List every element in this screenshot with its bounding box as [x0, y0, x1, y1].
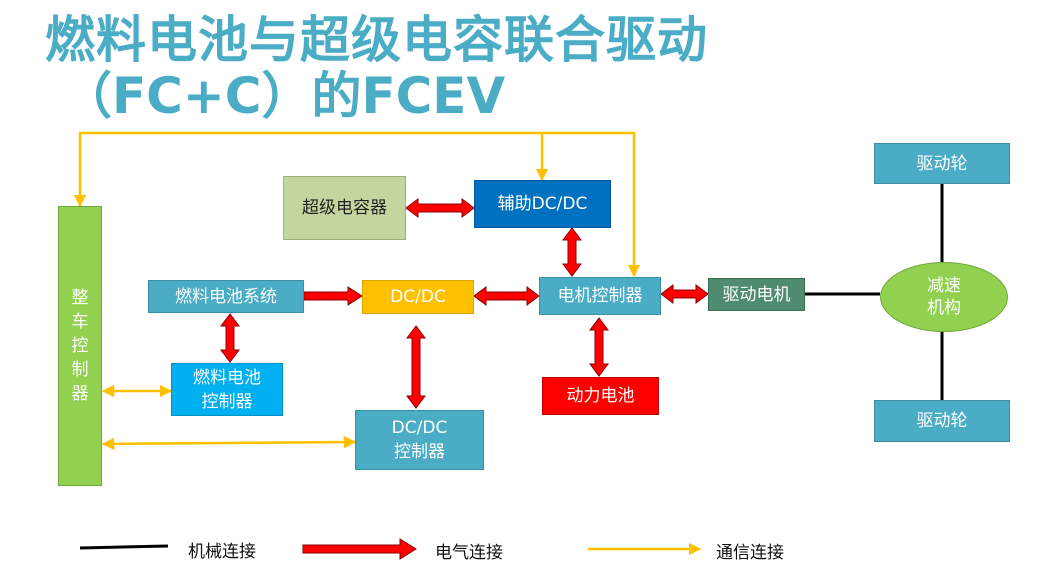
dcdc-controller-box: DC/DC 控制器: [355, 410, 484, 470]
vehicle-controller-char: 制: [71, 360, 89, 380]
legend-mechanical-label: 机械连接: [188, 542, 256, 562]
supercapacitor-box: 超级电容器: [283, 176, 406, 240]
slide-title-line1: 燃料电池与超级电容联合驱动: [45, 11, 708, 69]
vehicle-controller-char: 控: [71, 336, 89, 356]
elec-link-dcdc-dcdc-controller: [406, 325, 426, 409]
dcdc-controller-line2: 控制器: [394, 442, 445, 462]
comm-link-vcu-motor-controller: [73, 131, 641, 278]
reducer-line1: 减速: [927, 276, 961, 296]
fuel-cell-controller-box: 燃料电池 控制器: [171, 363, 283, 416]
motor-controller-box: 电机控制器: [539, 277, 661, 315]
legend-communication-label: 通信连接: [716, 543, 784, 563]
vehicle-controller-char: 整: [71, 288, 89, 308]
slide-title-line2: （FC+C）的FCEV: [62, 67, 506, 125]
dcdc-box: DC/DC: [362, 280, 474, 314]
elec-link-fc-system-fc-controller: [220, 313, 240, 363]
mechanical-connections: [805, 184, 944, 400]
legend-electrical-arrow: [302, 538, 417, 560]
elec-link-motor-controller-battery: [589, 317, 609, 377]
fuel-cell-controller-line1: 燃料电池: [193, 367, 261, 388]
reducer-line2: 机构: [927, 298, 961, 318]
vehicle-controller-char: 器: [71, 384, 89, 404]
drive-wheel-bottom-box: 驱动轮: [874, 400, 1010, 442]
legend-electrical-label: 电气连接: [435, 543, 503, 563]
aux-dcdc-box: 辅助DC/DC: [474, 180, 611, 228]
legend-mechanical-line: [79, 544, 169, 550]
drive-motor-box: 驱动电机: [708, 278, 805, 311]
elec-link-motor-controller-drive-motor: [660, 284, 709, 304]
elec-link-aux-motor-controller: [562, 227, 582, 277]
elec-link-fc-dcdc: [303, 286, 363, 306]
vehicle-controller-box: 整 车 控 制 器: [58, 206, 102, 486]
dcdc-controller-line1: DC/DC: [391, 418, 448, 438]
comm-link-dcdc-controller: [101, 435, 357, 451]
fuel-cell-controller-line2: 控制器: [201, 391, 253, 412]
elec-link-dcdc-motor-controller: [473, 286, 540, 306]
legend-symbols: [79, 538, 702, 560]
vehicle-controller-char: 车: [71, 312, 89, 332]
fuel-cell-system-box: 燃料电池系统: [148, 280, 304, 313]
elec-link-supercap-aux: [405, 198, 475, 218]
power-battery-box: 动力电池: [542, 377, 659, 415]
drive-wheel-top-box: 驱动轮: [874, 143, 1010, 184]
communication-connections: [73, 131, 641, 451]
reducer-ellipse: 减速 机构: [880, 262, 1008, 332]
